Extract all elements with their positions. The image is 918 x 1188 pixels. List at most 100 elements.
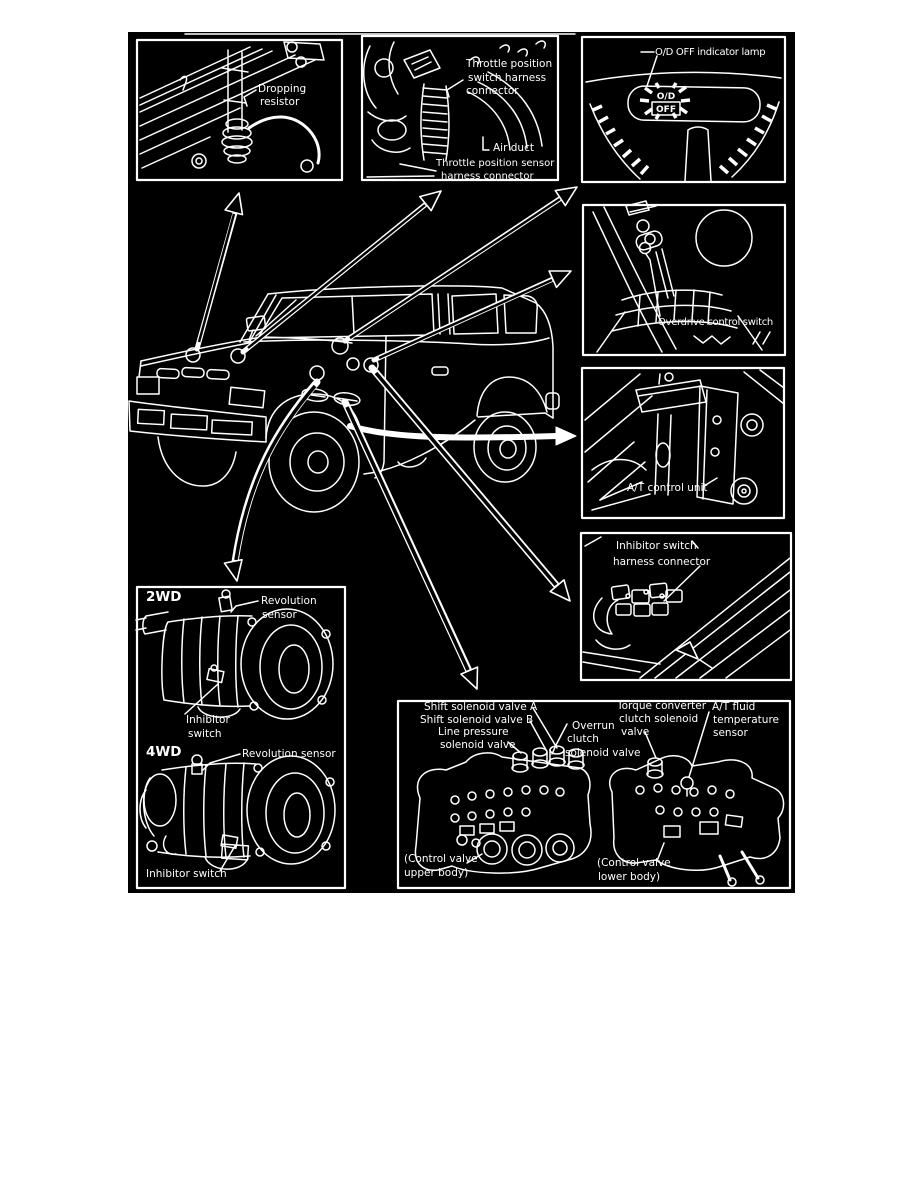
- leader-line: [466, 853, 483, 864]
- lamp-text-od: O/D: [657, 92, 675, 102]
- arrow-to-od-off-indicator: [342, 186, 578, 344]
- revolution-sensor-4wd: [191, 754, 203, 766]
- leader-line: [703, 477, 718, 487]
- label-inhibitor-2wd-line1: Inhibitor: [186, 714, 230, 726]
- label-line-pressure-line2: solenoid valve: [440, 739, 516, 751]
- front-bumper: [128, 400, 267, 443]
- leader-line: [482, 136, 490, 151]
- label-shift-solenoid-b: Shift solenoid valve B: [420, 714, 533, 726]
- panel-border: [396, 699, 792, 890]
- label-rev-sensor-2wd-line2: sensor: [262, 609, 297, 621]
- leader-line: [202, 753, 241, 771]
- label-tp-sensor-line2: harness connector: [441, 171, 534, 182]
- label-inhibitor-connector-line2: harness connector: [613, 556, 711, 568]
- label-at-control-unit: A/T control unit: [627, 482, 708, 494]
- label-air-duct: Air duct: [493, 142, 534, 154]
- panel-dropping-resistor: Dropping resistor: [135, 38, 344, 182]
- arrow-to-overdrive-control-switch: [371, 270, 572, 363]
- label-tp-sensor-line1: Throttle position sensor: [435, 158, 555, 169]
- at-fluid-temperature-sensor: [680, 776, 694, 797]
- shift-knob: [635, 230, 663, 251]
- label-upper-body-line1: (Control valve: [404, 853, 478, 865]
- label-lower-body-line2: lower body): [598, 871, 660, 883]
- label-inhibitor-connector-line1: Inhibitor switch: [616, 540, 697, 552]
- label-torque-line3: valve: [621, 726, 649, 738]
- arrow-to-throttle-position: [240, 190, 442, 355]
- label-overrun-line1: Overrun: [572, 720, 615, 732]
- panel-artwork: [584, 369, 785, 511]
- steering-column: [684, 126, 712, 182]
- label-inhibitor-4wd: Inhibitor switch: [146, 868, 227, 880]
- panel-border: [360, 34, 560, 182]
- grille: [156, 366, 230, 381]
- leader-line: [640, 51, 658, 87]
- inhibitor-switch-4wd: [220, 834, 239, 850]
- label-od-off-indicator-lamp: O/D OFF indicator lamp: [655, 47, 765, 58]
- leader-line: [243, 89, 257, 107]
- door-handle: [431, 366, 449, 376]
- panel-border: [580, 35, 787, 184]
- panel-artwork: [139, 41, 325, 173]
- leader-line: [446, 79, 464, 98]
- label-upper-body-line2: upper body): [404, 867, 468, 879]
- panel-border: [580, 366, 786, 520]
- panel-od-off-indicator: O/D OFF indicator lamp O/D OFF: [580, 35, 787, 184]
- lamp-blink-rays: [639, 82, 691, 120]
- right-gauge-arc: [731, 101, 780, 178]
- label-fluid-temp-line1: A/T fluid: [712, 701, 755, 713]
- label-line-pressure-line1: Line pressure: [438, 726, 509, 738]
- panel-artwork: [363, 40, 547, 178]
- leader-line: [644, 711, 710, 862]
- left-gauge-arc: [589, 103, 641, 180]
- label-tp-switch-line2: switch harness: [468, 72, 546, 84]
- arrow-to-dropping-resistor: [194, 192, 244, 352]
- label-tp-switch-line3: connector: [466, 85, 519, 97]
- panel-border: [581, 203, 787, 357]
- headlight-right: [228, 386, 266, 409]
- torque-converter-clutch-solenoid: [646, 757, 664, 779]
- label-tp-switch-line1: Throttle position: [465, 58, 552, 70]
- control-valve-lower-body-artwork: [609, 711, 785, 887]
- leader-line: [366, 163, 437, 178]
- label-shift-solenoid-a: Shift solenoid valve A: [424, 701, 538, 713]
- transmission-4wd-artwork: [139, 753, 336, 872]
- arrow-to-control-valve: [341, 398, 479, 690]
- label-overrun-line3: solenoid valve: [565, 747, 641, 759]
- label-torque-line2: clutch solenoid: [619, 713, 698, 725]
- rear-wheel: [473, 376, 548, 483]
- arrow-to-transmissions: [223, 378, 321, 582]
- panel-control-valve: Shift solenoid valve A Shift solenoid va…: [396, 699, 792, 890]
- label-torque-line1: Torque converter: [616, 700, 707, 712]
- harness-connector-blocks: [610, 582, 683, 617]
- label-fluid-temp-line3: sensor: [713, 727, 748, 739]
- heading-2wd: 2WD: [146, 589, 182, 605]
- panel-border: [135, 585, 347, 890]
- label-lower-body-line1: (Control valve: [597, 857, 671, 869]
- panel-at-control-unit: A/T control unit: [580, 366, 786, 520]
- vehicle-illustration: [128, 285, 560, 513]
- panel-inhibitor-switch-connector: Inhibitor switch harness connector: [579, 531, 793, 682]
- mount-bracket: [696, 385, 739, 505]
- panel-border: [135, 38, 344, 182]
- label-fluid-temp-line2: temperature: [713, 714, 779, 726]
- leader-line: [219, 845, 236, 872]
- label-overdrive-control-switch: Overdrive control switch: [658, 317, 773, 328]
- label-dropping-resistor-line1: Dropping: [258, 83, 306, 95]
- control-valve-upper-body-artwork: [414, 707, 592, 874]
- leader-line: [184, 683, 219, 715]
- panel-artwork: [585, 51, 782, 182]
- figure-background: [128, 32, 795, 893]
- leader-line: [507, 707, 568, 755]
- label-rev-sensor-4wd: Revolution sensor: [242, 748, 336, 760]
- overdrive-switch-button: [638, 241, 652, 255]
- label-rev-sensor-2wd-line1: Revolution: [261, 595, 317, 607]
- heading-4wd: 4WD: [146, 744, 182, 760]
- panel-artwork: [592, 200, 771, 353]
- locator-arrow-icon: [675, 641, 699, 660]
- label-dropping-resistor-line2: resistor: [260, 96, 300, 108]
- panel-overdrive-control-switch: Overdrive control switch: [581, 200, 787, 357]
- lamp-text-off: OFF: [656, 105, 676, 115]
- steering-wheel-rim: [592, 206, 677, 353]
